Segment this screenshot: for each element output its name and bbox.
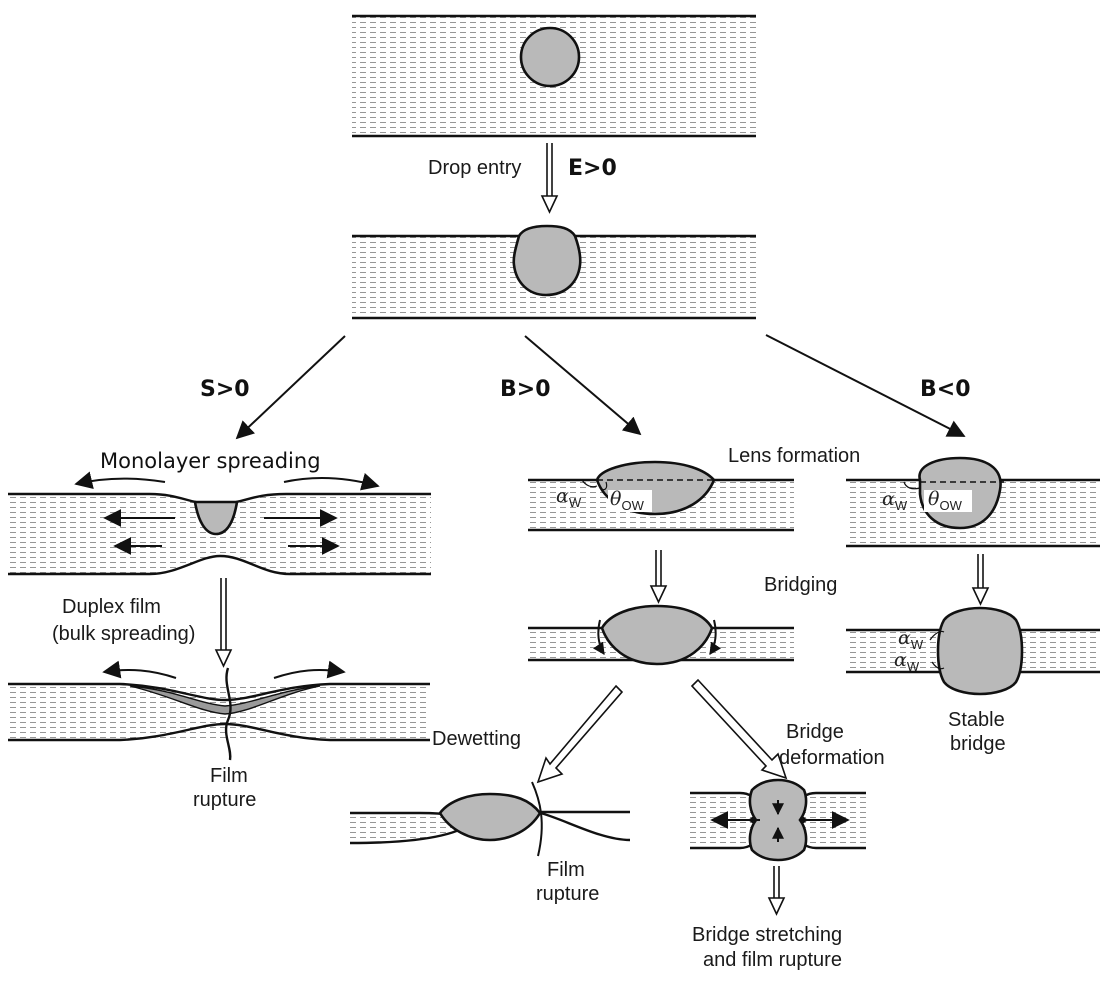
deformation-label: deformation [779,747,885,769]
lens-film [528,460,794,532]
bridge-label: Bridge [786,721,844,743]
drop-entry-label: Drop entry [428,157,521,179]
alpha-w-lower: αW [894,649,920,674]
film-rupture-final-label: and film rupture [703,949,842,971]
branch-arrow-s [235,335,346,440]
entered-drop [512,224,582,297]
rupture-line [224,667,232,761]
bridge-stretching-label: Bridge stretching [692,924,842,946]
bridging-drop [600,604,714,666]
oil-layer [129,685,321,715]
bridging-arrow [649,550,668,604]
initial-film [352,14,756,138]
stable-label: Stable [948,709,1005,731]
b-positive-label: B>0 [500,377,551,402]
dewetting-label: Dewetting [432,728,521,750]
alpha-w-upper: αW [898,627,924,652]
bridging-label: Bridging [764,574,837,596]
entered-film [352,224,756,320]
deformation-arrow [690,678,788,780]
stable-bridge-drop [936,606,1024,696]
stable-arrow [971,554,990,606]
e-condition-label: E>0 [568,156,617,181]
stable-bridge-film [846,606,1100,696]
dewetting-film [349,781,631,857]
theta-ow-right: θOW [928,488,963,513]
alpha-w-lens: αW [556,485,582,510]
duplex-arrow [214,578,233,668]
drop-entry-arrow [540,143,559,214]
branch-arrow-b-pos [524,335,642,436]
dewetting-drop [438,792,542,842]
stretching-arrow [767,866,786,916]
duplex-film-label: Duplex film [62,596,161,618]
bulk-spreading-label: (bulk spreading) [52,623,195,645]
deformed-drop [748,778,808,862]
bridging-film [528,604,794,666]
bridge-label-right: bridge [950,733,1006,755]
oil-drop [519,26,581,88]
branch-arrow-b-neg [765,334,966,437]
alpha-w-right: αW [882,488,908,513]
film-rupture-left-1: Film [210,765,248,787]
lens-formation-label: Lens formation [728,445,860,467]
film-rupture-mid-1: Film [547,859,585,881]
film-rupture-left-2: rupture [193,789,256,811]
monolayer-film [8,471,431,576]
b-negative-label: B<0 [920,377,971,402]
duplex-film [8,660,430,761]
film-rupture-mid-2: rupture [536,883,599,905]
dewetting-arrow [536,684,624,784]
monolayer-spreading-label: Monolayer spreading [100,449,321,473]
spreading-drop [193,500,239,536]
theta-ow-lens: θOW [610,488,645,513]
right-lens-film [846,456,1100,548]
deformed-bridge-film [690,778,866,862]
s-condition-label: S>0 [200,377,250,402]
